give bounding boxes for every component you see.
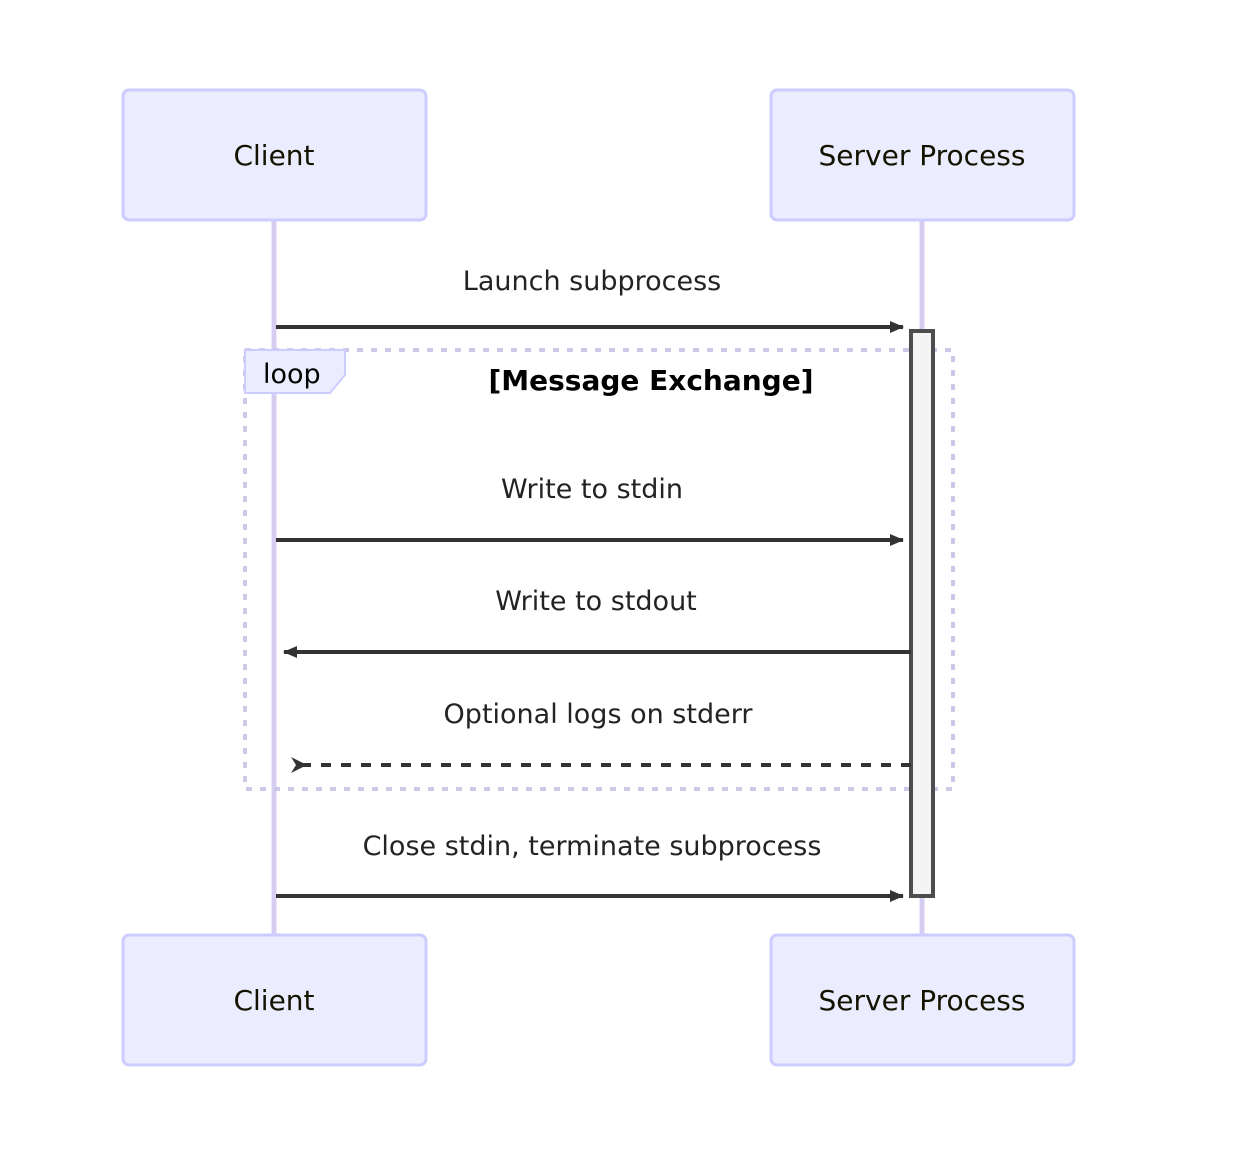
actor-boxes-bottom: Client Server Process	[121, 933, 1076, 1067]
activation-group	[909, 329, 935, 898]
actor-box-rect	[769, 933, 1076, 1067]
actor-label: Server Process	[819, 139, 1026, 172]
actor-boxes-top: Client Server Process	[121, 88, 1076, 222]
messages-group: Launch subprocess Write to stdin Write t…	[276, 266, 911, 902]
actor-box-rect	[121, 88, 428, 222]
actor-label: Client	[233, 139, 314, 172]
actor-box-server-process-top[interactable]: Server Process	[769, 88, 1076, 222]
message-launch-subprocess: Launch subprocess	[276, 266, 904, 333]
message-label: Launch subprocess	[463, 266, 721, 297]
actor-box-client-bottom[interactable]: Client	[121, 933, 428, 1067]
loop-tag-shape	[244, 349, 346, 394]
message-write-to-stdout: Write to stdout	[283, 586, 911, 658]
message-optional-logs-on-stderr: Optional logs on stderr	[291, 699, 911, 773]
message-label: Close stdin, terminate subprocess	[363, 831, 822, 862]
loop-fragment: loop [Message Exchange]	[243, 348, 955, 791]
actor-box-rect	[769, 88, 1076, 222]
loop-keyword-label: loop	[263, 359, 321, 390]
message-label: Write to stdout	[495, 586, 697, 617]
actor-label: Server Process	[819, 984, 1026, 1017]
actor-box-server-process-bottom[interactable]: Server Process	[769, 933, 1076, 1067]
actor-box-rect	[121, 933, 428, 1067]
message-write-to-stdin: Write to stdin	[276, 474, 904, 546]
actor-box-client-top[interactable]: Client	[121, 88, 428, 222]
message-label: Optional logs on stderr	[444, 699, 754, 730]
message-close-stdin-terminate-subprocess: Close stdin, terminate subprocess	[276, 831, 904, 902]
loop-title-label: [Message Exchange]	[488, 364, 813, 397]
message-label: Write to stdin	[501, 474, 683, 505]
activation-bar-server	[909, 329, 935, 898]
actor-label: Client	[233, 984, 314, 1017]
loop-frame-border	[243, 348, 955, 791]
